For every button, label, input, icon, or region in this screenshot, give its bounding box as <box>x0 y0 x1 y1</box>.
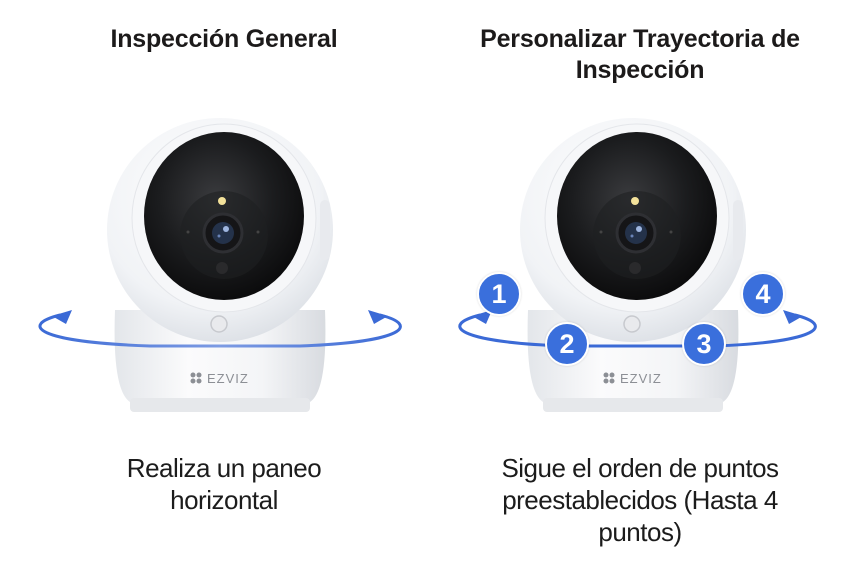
preset-point-badge-1: 1 <box>477 272 521 316</box>
panel-custom-trajectory: Personalizar Trayectoria de Inspección <box>425 0 855 579</box>
arrow-right-icon <box>783 310 803 324</box>
panel-caption: Realiza un paneo horizontal <box>0 452 448 516</box>
title-line: Personalizar Trayectoria de <box>480 25 800 53</box>
svg-text:EZVIZ: EZVIZ <box>620 371 662 386</box>
caption-line: Sigue el orden de puntos <box>501 453 779 483</box>
ezviz-logo: EZVIZ <box>603 371 662 386</box>
caption-line: horizontal <box>170 485 278 515</box>
title-line: Inspección <box>575 56 705 84</box>
arrow-left-icon <box>472 310 492 324</box>
title-text: Inspección General <box>110 25 338 53</box>
caption-line: puntos) <box>598 517 682 547</box>
panel-general-inspection: Inspección General <box>38 25 402 515</box>
panel-caption: Sigue el orden de puntos preestablecidos… <box>425 452 855 548</box>
preset-point-badge-4: 4 <box>741 272 785 316</box>
ptz-camera-illustration: EZVIZ <box>458 118 817 412</box>
preset-point-badge-3: 3 <box>682 322 726 366</box>
ezviz-logo: EZVIZ <box>190 371 249 386</box>
caption-line: preestablecidos (Hasta 4 <box>502 485 778 515</box>
preset-point-badge-2: 2 <box>545 322 589 366</box>
caption-line: Realiza un paneo <box>126 453 322 483</box>
arrow-left-icon <box>52 310 72 324</box>
panel-title: Inspección General <box>0 24 448 55</box>
ptz-camera-illustration: EZVIZ <box>38 118 402 412</box>
svg-text:EZVIZ: EZVIZ <box>207 371 249 386</box>
arrow-right-icon <box>368 310 388 324</box>
panel-title: Personalizar Trayectoria de Inspección <box>425 24 855 86</box>
